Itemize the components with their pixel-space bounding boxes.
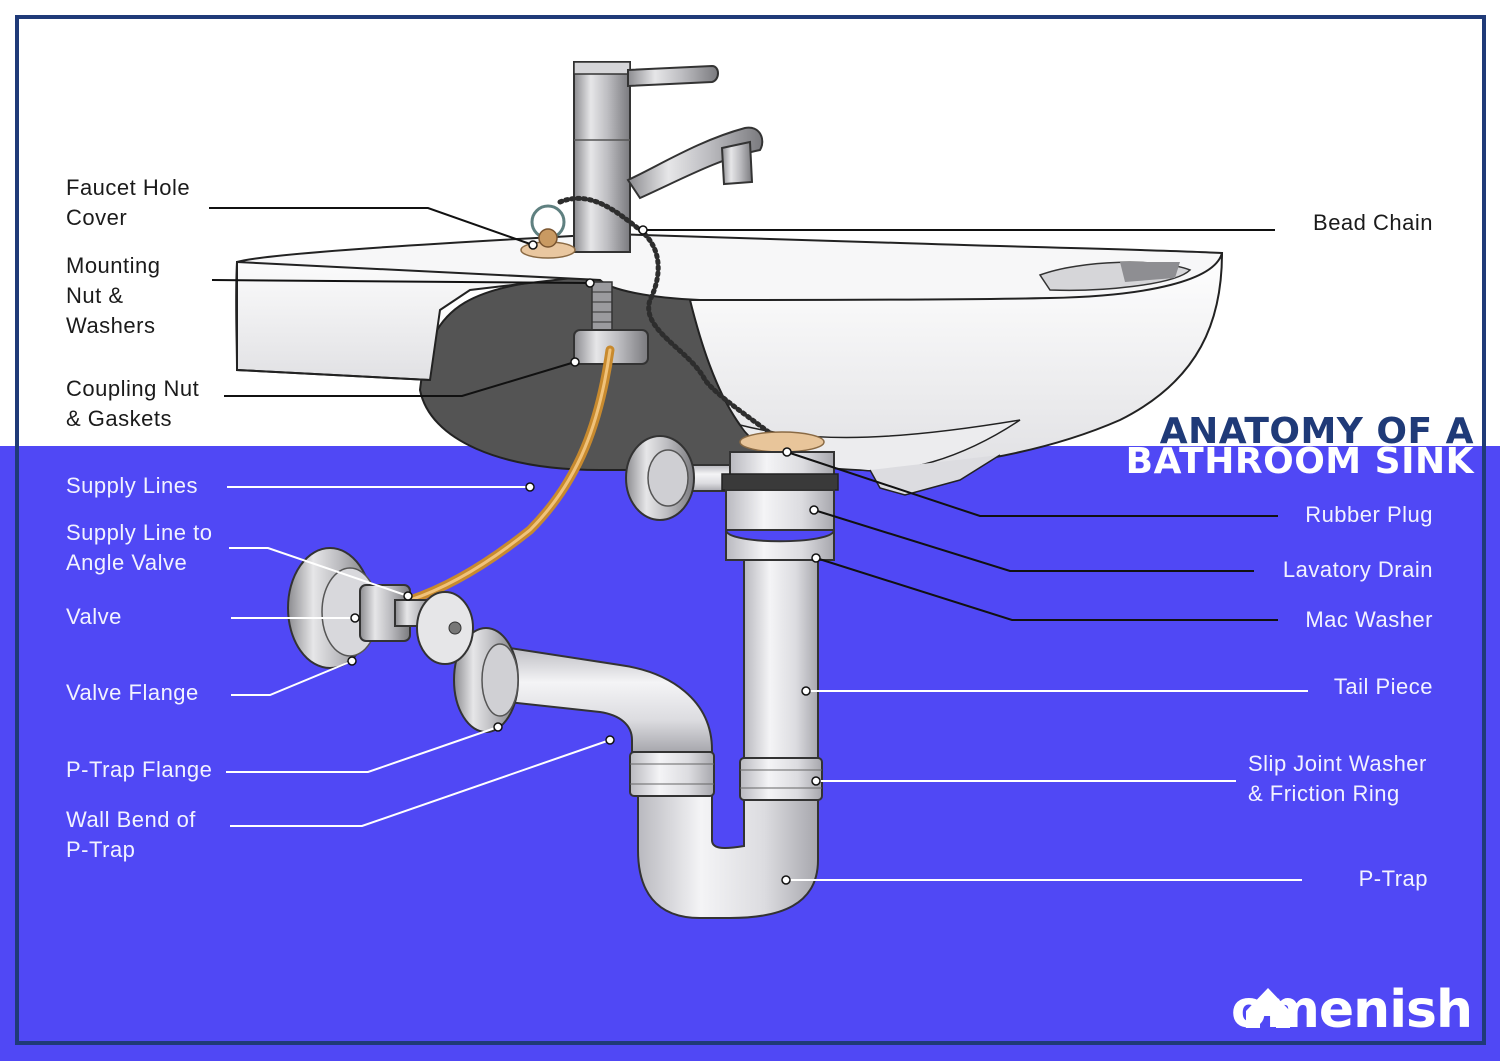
bead-chain-shape xyxy=(557,195,793,453)
label-bead-chain: Bead Chain xyxy=(1313,210,1433,235)
title-line-1: ANATOMY OF A xyxy=(1159,411,1474,452)
label-supply-lines: Supply Lines xyxy=(66,473,198,498)
wall-bend-shape xyxy=(489,643,713,753)
label-p-trap: P-Trap xyxy=(1358,866,1428,891)
leader-lines xyxy=(209,207,1308,881)
lavatory-drain-shape xyxy=(721,431,839,561)
label-rubber-plug: Rubber Plug xyxy=(1305,502,1433,527)
label-mounting-nut-washers: Mounting Nut & Washers xyxy=(66,253,161,338)
label-valve: Valve xyxy=(66,604,122,629)
label-wall-bend-of-p-trap: Wall Bend of P-Trap xyxy=(66,807,196,862)
label-coupling-nut-gaskets: Coupling Nut & Gaskets xyxy=(66,376,200,431)
frame-border xyxy=(15,15,1486,1045)
valve-shape xyxy=(287,547,474,669)
label-p-trap-flange: P-Trap Flange xyxy=(66,757,213,782)
title-line-2: BATHROOM SINK xyxy=(1125,441,1474,482)
slip-joint-shape xyxy=(739,757,823,801)
label-faucet-hole-cover: Faucet Hole Cover xyxy=(66,175,191,230)
label-lavatory-drain: Lavatory Drain xyxy=(1282,557,1433,582)
p-trap-slip-nut xyxy=(629,751,715,797)
leader-dots xyxy=(347,225,821,885)
brand-logo: omenish xyxy=(1231,980,1473,1040)
sink-basin xyxy=(235,232,1224,496)
p-trap-shape xyxy=(637,794,819,919)
label-valve-flange: Valve Flange xyxy=(66,680,199,705)
label-mac-washer: Mac Washer xyxy=(1305,607,1433,632)
house-h-icon xyxy=(1246,988,1290,1028)
label-supply-line-to-angle-valve: Supply Line to Angle Valve xyxy=(66,520,213,575)
brand-name: omenish xyxy=(1231,980,1473,1040)
mounting-nut-shape xyxy=(591,281,613,331)
tail-piece-shape xyxy=(743,559,819,761)
label-tail-piece: Tail Piece xyxy=(1333,674,1433,699)
faucet xyxy=(573,61,764,253)
label-slip-joint-washer-friction-ring: Slip Joint Washer & Friction Ring xyxy=(1248,751,1427,806)
